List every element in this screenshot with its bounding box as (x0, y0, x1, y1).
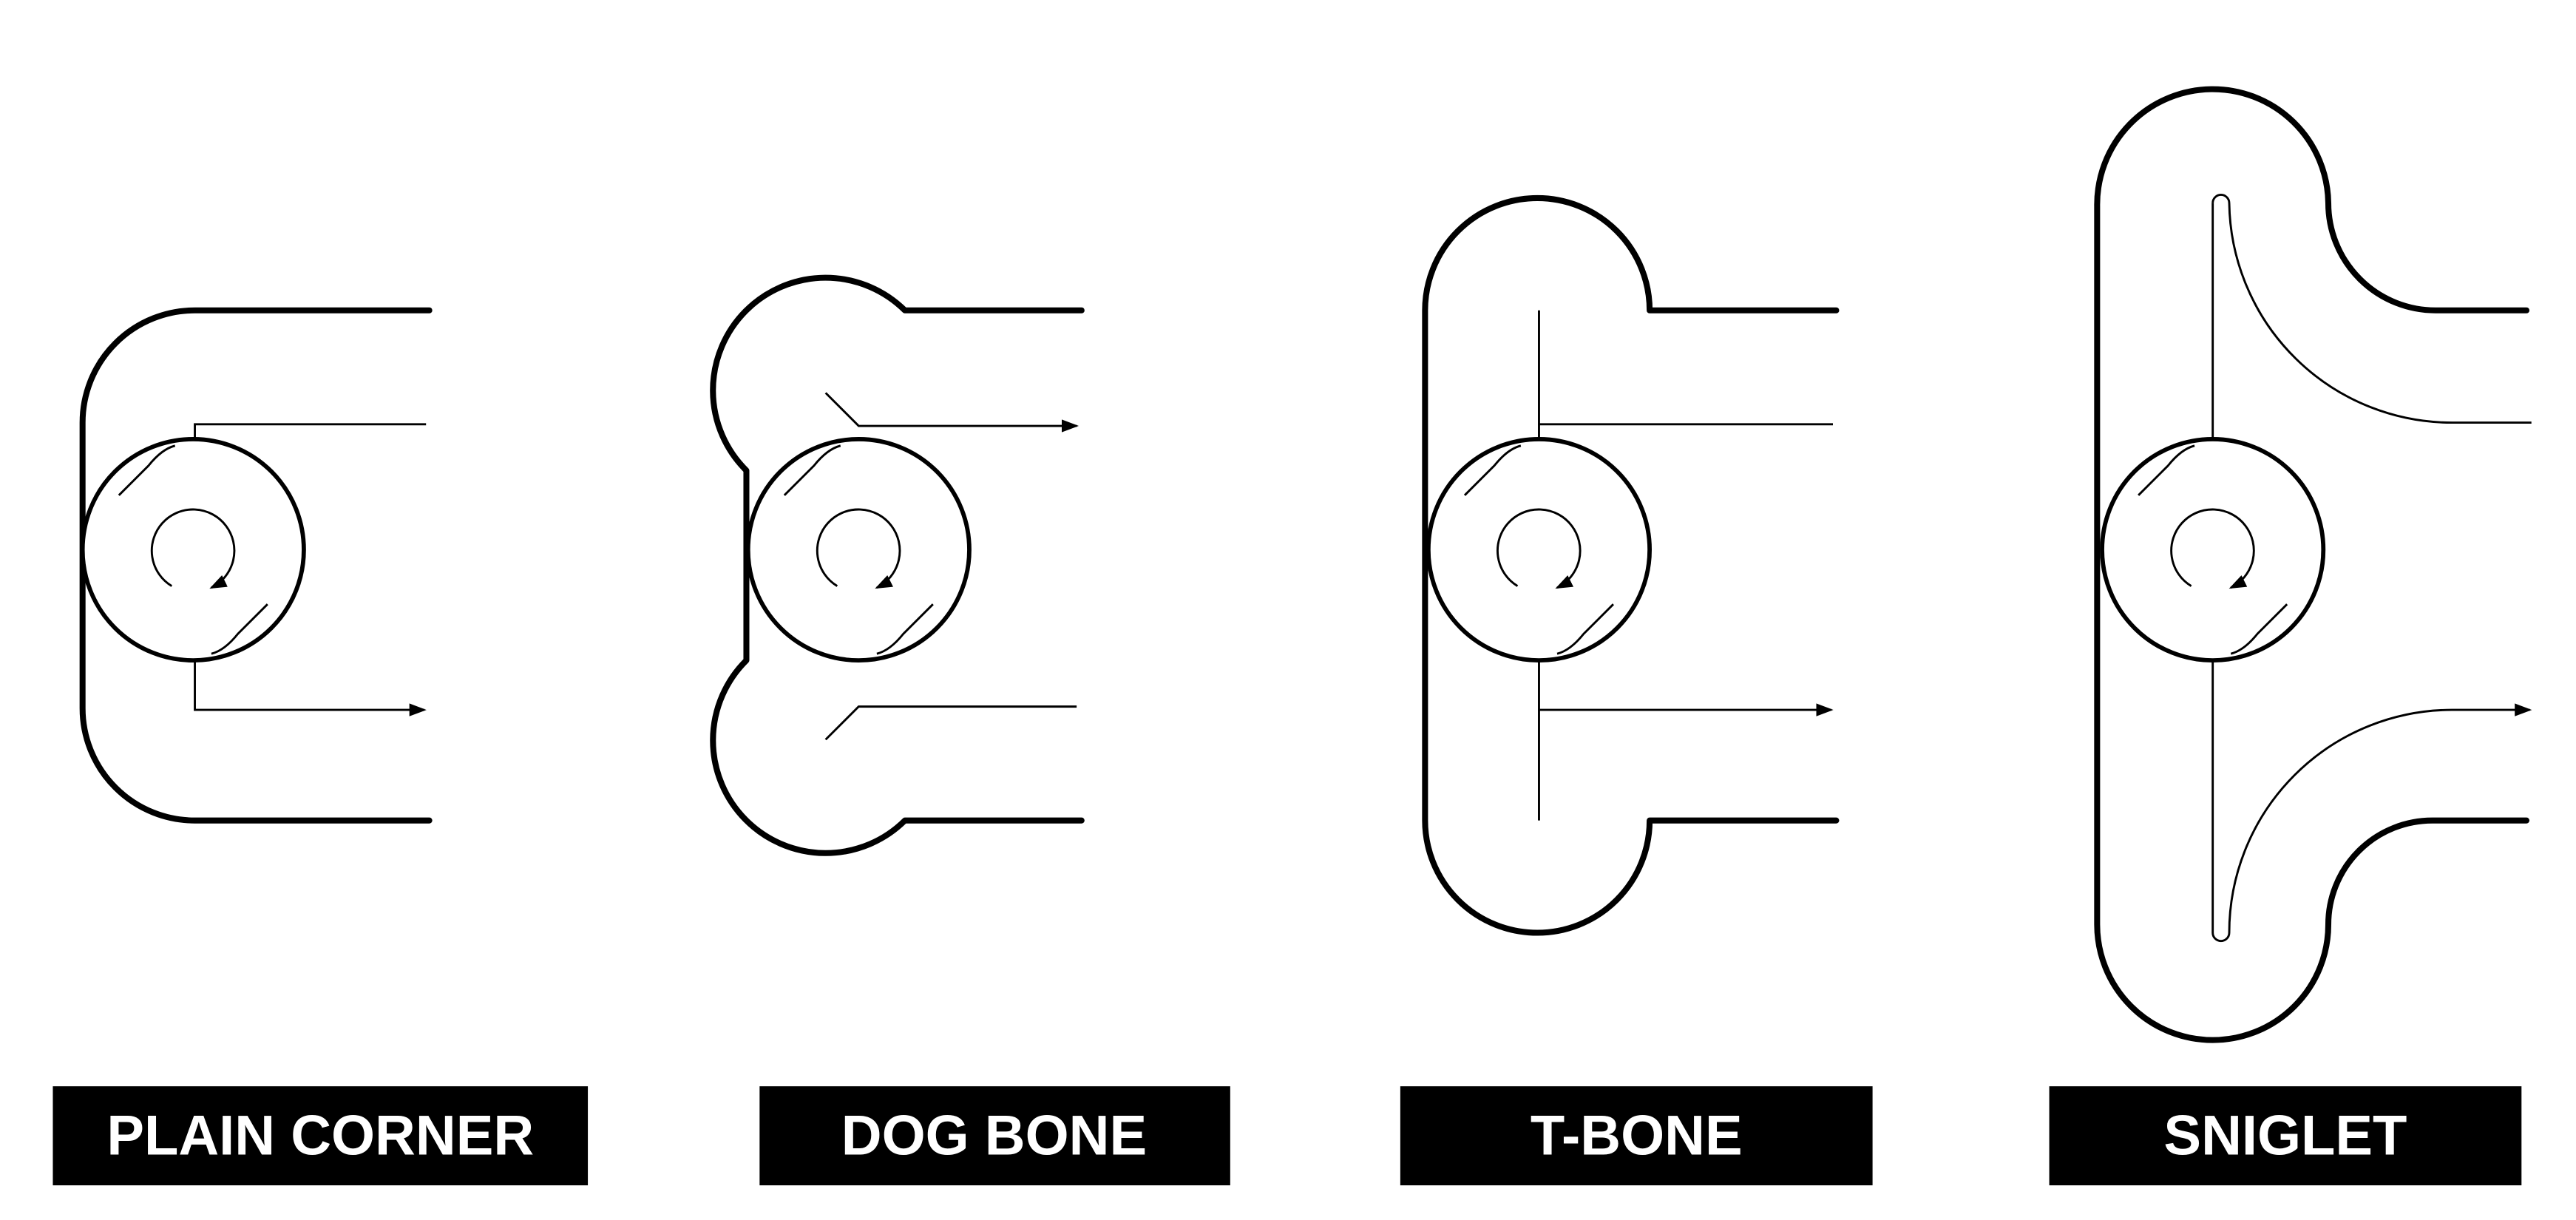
cutter-bit (1426, 437, 1653, 663)
label-box (52, 1086, 589, 1186)
flute-notch (1463, 444, 1522, 496)
flute-notch (783, 444, 841, 496)
flute-notch (211, 603, 268, 655)
flute-notch (2138, 444, 2195, 496)
flute-notch (118, 444, 176, 496)
plain-corner-diagram: PLAIN CORNER (52, 307, 589, 1186)
cutter-bit (2100, 437, 2326, 663)
dog-bone-diagram: DOG BONE (710, 274, 1230, 1186)
label-dog-bone: DOG BONE (841, 1105, 1147, 1168)
label-box (759, 1086, 1230, 1186)
tool-path-arrow (194, 660, 427, 716)
tool-path (824, 705, 1077, 741)
flute-notch (1556, 603, 1614, 655)
sniglet-diagram: SNIGLET (2049, 86, 2532, 1186)
label-box (1400, 1086, 1873, 1186)
rotation-arrow-icon (816, 508, 901, 589)
rotation-arrow-icon (2170, 508, 2255, 589)
rotation-arrow-icon (150, 508, 236, 589)
label-sniglet: SNIGLET (2163, 1105, 2407, 1168)
label-t-bone: T-BONE (1531, 1105, 1743, 1168)
pocket-outline (2094, 86, 2530, 1043)
cutter-bit (80, 437, 306, 663)
tool-path (2211, 203, 2231, 943)
tool-path (2211, 194, 2532, 424)
flute-notch (876, 603, 934, 655)
label-box (2049, 1086, 2522, 1186)
cutter-bit (745, 437, 972, 663)
label-plain-corner: PLAIN CORNER (106, 1105, 534, 1168)
rotation-arrow-icon (1497, 508, 1582, 589)
tool-path (194, 423, 427, 441)
tool-path-arrow (2228, 703, 2532, 933)
flute-notch (2230, 603, 2288, 655)
t-bone-diagram: T-BONE (1400, 194, 1873, 1186)
pocket-outline (710, 274, 1085, 856)
tool-path-arrow (824, 392, 1079, 433)
pocket-outline (1422, 194, 1840, 936)
